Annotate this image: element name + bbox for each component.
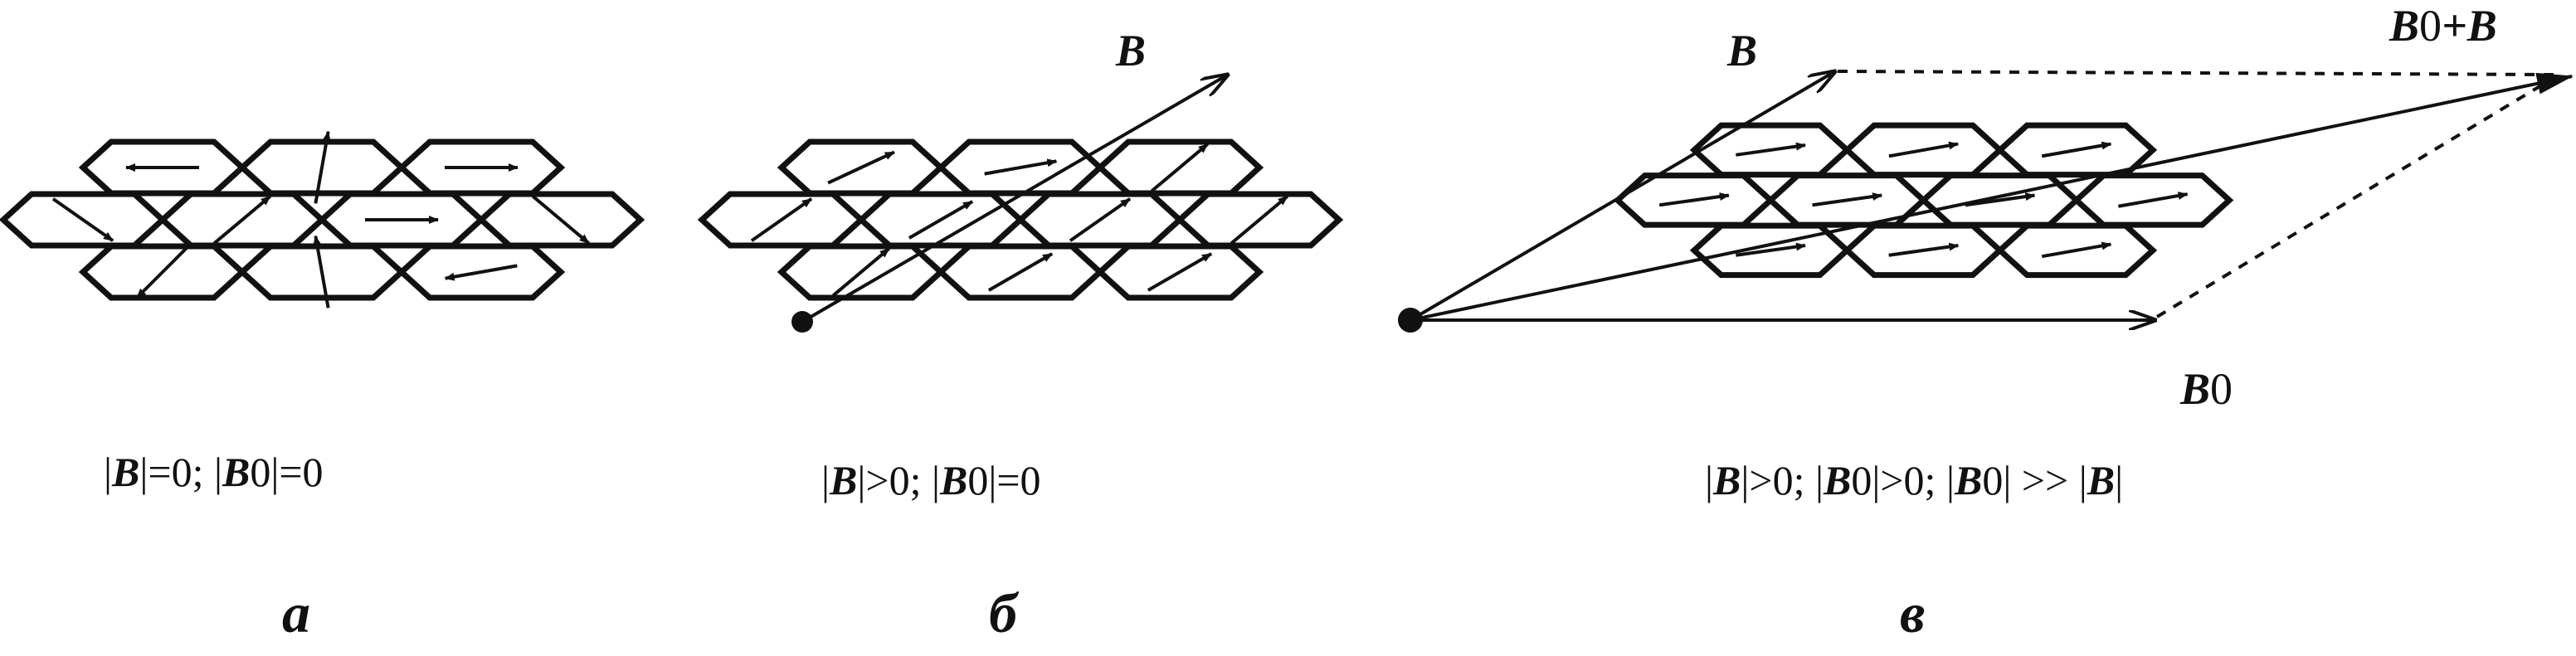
- magnetization-arrow: [135, 245, 190, 299]
- magnetization-arrow: [984, 158, 1058, 176]
- magnetization-arrow: [2041, 241, 2112, 259]
- magnetization-arrow: [444, 264, 518, 281]
- magnetization-arrow: [832, 247, 890, 297]
- magnetization-arrow: [1965, 192, 2036, 207]
- domain-cell: [1995, 222, 2158, 279]
- panel-v-caption: |B|>0; |B0|>0; |B0| >> |B|: [1705, 457, 2124, 503]
- panel-v-vectors: [1398, 70, 2574, 333]
- magnetization-arrow: [1736, 242, 1806, 257]
- magnetization-arrow: [1069, 197, 1132, 242]
- panel-v-vector-label-sum: B0+B: [2389, 1, 2497, 51]
- panel-a-subcaption: а: [282, 581, 310, 644]
- panel-b-caption: |B|>0; |B0|=0: [821, 457, 1041, 503]
- panel-b-domains: [697, 138, 1344, 301]
- magnetization-arrow: [827, 150, 895, 185]
- magnetization-arrow: [908, 200, 974, 240]
- vector-origin-dot: [1398, 308, 1423, 333]
- panel-b-subcaption: б: [989, 581, 1017, 644]
- panel-b-vector-label: B: [1116, 26, 1147, 75]
- panel-v-vector-label-b0: B0: [2180, 364, 2233, 414]
- field-vector-sum: [1410, 72, 2574, 322]
- magnetization-arrow: [987, 252, 1054, 292]
- magnetization-arrow: [1658, 192, 1730, 207]
- panel-b-field-vector: [791, 75, 1228, 333]
- magnetization-arrow: [1736, 142, 1806, 157]
- panel-v-vector-label-b: B: [1727, 26, 1758, 75]
- magnetization-arrow: [1151, 143, 1209, 192]
- field-vector-b: [1409, 71, 1835, 322]
- domain-cell: [1095, 243, 1264, 301]
- magnetization-arrow: [213, 195, 271, 245]
- dashed-right-edge: [2155, 76, 2555, 318]
- magnetization-arrow: [1888, 242, 1960, 257]
- panel-a-domains: [0, 130, 645, 309]
- magnetization-arrow: [1812, 192, 1883, 207]
- panel-v-subcaption: в: [1900, 581, 1926, 644]
- magnetization-arrow: [314, 130, 331, 204]
- panel-a-caption: |B|=0; |B0|=0: [104, 449, 324, 495]
- magnetization-arrow: [313, 235, 330, 309]
- dashed-top-edge: [1837, 70, 2554, 76]
- field-vector-b: [801, 75, 1228, 323]
- magnetization-arrow: [2041, 141, 2112, 158]
- magnetization-arrow: [532, 195, 590, 245]
- magnetization-arrow: [1888, 141, 1960, 158]
- magnetization-arrow: [2118, 192, 2189, 208]
- panel-v-domains: [1613, 122, 2234, 279]
- magnetization-arrow: [1147, 252, 1213, 292]
- magnetization-arrow: [750, 197, 813, 242]
- domain-cell: [397, 243, 566, 301]
- magnetization-arrow: [1230, 195, 1288, 245]
- magnetization-arrow: [51, 197, 114, 242]
